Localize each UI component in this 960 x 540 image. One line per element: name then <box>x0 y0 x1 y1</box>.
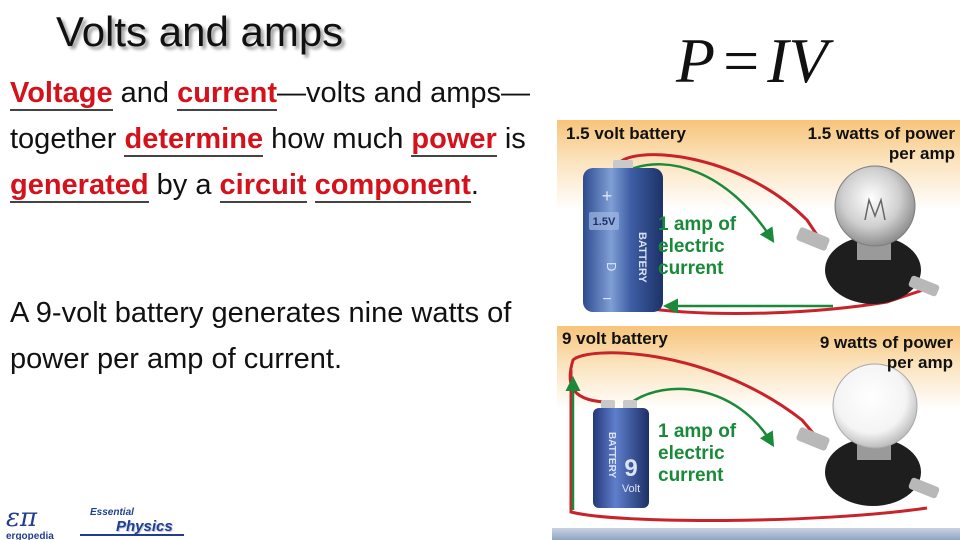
keyword-component: component <box>314 169 471 203</box>
epsilon-pi-icon: επ <box>6 503 38 533</box>
circuit-illustration: 1.5V + − BATTERY D <box>565 153 940 523</box>
top-power-label: 1.5 watts of power per amp <box>745 124 955 164</box>
keyword-voltage: Voltage <box>10 77 113 111</box>
current-arrow-out <box>628 163 775 244</box>
dim-light-bulb-icon <box>796 165 940 304</box>
battery-side-text: BATTERY <box>636 232 648 283</box>
keyword-determine: determine <box>124 123 264 157</box>
formula-power: P <box>676 25 716 96</box>
logo-name: ergopedia <box>6 531 54 540</box>
keyword-circuit: circuit <box>219 169 307 203</box>
series-big-label: Physics <box>116 518 173 535</box>
svg-text:−: − <box>602 291 611 308</box>
nine-volt-battery-icon: BATTERY 9 Volt <box>593 400 649 508</box>
power-formula: P=IV <box>676 24 828 98</box>
label-line: 9 watts of power <box>819 333 953 352</box>
wire-top <box>615 153 821 239</box>
text-run: is <box>496 123 526 155</box>
label-line: 1.5 watts of power <box>807 124 955 143</box>
wire-bottom <box>569 370 928 523</box>
bright-light-bulb-icon <box>796 363 940 506</box>
bottom-circuit: BATTERY 9 Volt <box>565 351 940 523</box>
keyword-power: power <box>411 123 497 157</box>
footer-bar <box>552 528 960 540</box>
text-run: . <box>470 169 479 201</box>
svg-text:+: + <box>602 186 613 206</box>
current-arrow-out <box>628 387 775 448</box>
logo-underline <box>80 534 184 536</box>
slide-title: Volts and amps <box>56 8 344 55</box>
text-run: how much <box>263 123 412 155</box>
formula-current-voltage: IV <box>767 25 828 96</box>
battery-size: D <box>604 262 619 271</box>
label-line: 1 amp of <box>658 214 737 235</box>
series-small-label: Essential <box>90 507 134 518</box>
bottom-power-label: 9 watts of power per amp <box>745 333 953 373</box>
battery-voltage-mark: 1.5V <box>593 216 616 228</box>
text-run <box>307 169 315 201</box>
label-line: electric <box>658 236 725 257</box>
d-cell-battery-icon: 1.5V + − BATTERY D <box>583 160 663 312</box>
keyword-current: current <box>177 77 278 111</box>
label-line: current <box>658 465 724 486</box>
text-run: by a <box>148 169 220 201</box>
label-line: per amp <box>888 144 955 163</box>
battery-side-text: BATTERY <box>606 432 617 478</box>
top-circuit: 1.5V + − BATTERY D <box>583 153 940 316</box>
battery-big-number: 9 <box>624 455 637 482</box>
label-line: per amp <box>886 353 953 372</box>
label-line: current <box>658 258 724 279</box>
keyword-generated: generated <box>10 169 149 203</box>
text-run: —volts and amps—together <box>10 77 531 155</box>
paragraph-nine-volt: A 9-volt battery generates nine watts of… <box>10 297 512 375</box>
ergopedia-logo: επ ergopedia <box>6 503 54 540</box>
label-line: electric <box>658 443 725 464</box>
bottom-current-label: 1 amp of electric current <box>658 421 736 487</box>
label-line: 1 amp of <box>658 421 737 442</box>
formula-equals: = <box>723 25 760 96</box>
top-current-label: 1 amp of electric current <box>658 214 736 280</box>
top-battery-label: 1.5 volt battery <box>566 124 686 143</box>
battery-unit: Volt <box>622 483 640 495</box>
paragraph-voltage-current: Voltage and current—volts and amps—toget… <box>10 70 550 208</box>
bottom-battery-label: 9 volt battery <box>562 329 668 348</box>
text-run: and <box>112 77 178 109</box>
